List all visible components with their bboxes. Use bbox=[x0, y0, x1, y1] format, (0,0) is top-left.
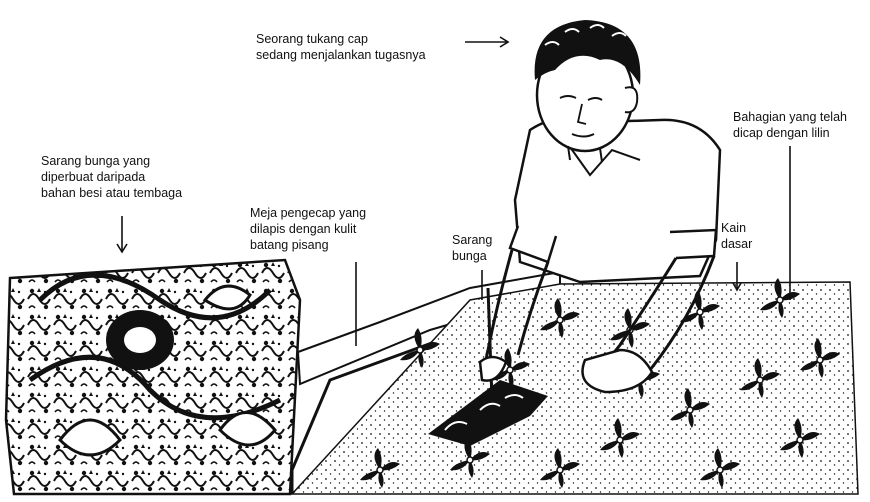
label-base-cloth-line-1: Kain bbox=[721, 220, 752, 236]
label-stamp-tool-line-1: Sarang bbox=[452, 232, 492, 248]
label-base-cloth: Kain dasar bbox=[721, 220, 752, 252]
label-craftsman-line-1: Seorang tukang cap bbox=[256, 31, 426, 47]
label-stamping-table-line-2: dilapis dengan kulit bbox=[250, 221, 366, 237]
label-waxed-part: Bahagian yang telah dicap dengan lilin bbox=[733, 109, 847, 141]
label-base-cloth-line-2: dasar bbox=[721, 236, 752, 252]
label-copper-stamp: Sarang bunga yang diperbuat daripada bah… bbox=[41, 153, 182, 201]
label-copper-stamp-line-2: diperbuat daripada bbox=[41, 169, 182, 185]
label-waxed-part-line-2: dicap dengan lilin bbox=[733, 125, 847, 141]
label-craftsman: Seorang tukang cap sedang menjalankan tu… bbox=[256, 31, 426, 63]
label-waxed-part-line-1: Bahagian yang telah bbox=[733, 109, 847, 125]
label-stamping-table-line-3: batang pisang bbox=[250, 237, 366, 253]
label-stamping-table: Meja pengecap yang dilapis dengan kulit … bbox=[250, 205, 366, 253]
label-stamping-table-line-1: Meja pengecap yang bbox=[250, 205, 366, 221]
label-stamp-tool-line-2: bunga bbox=[452, 248, 492, 264]
label-copper-stamp-line-1: Sarang bunga yang bbox=[41, 153, 182, 169]
base-cloth bbox=[292, 278, 858, 494]
label-copper-stamp-line-3: bahan besi atau tembaga bbox=[41, 185, 182, 201]
copper-stamp-block bbox=[6, 260, 300, 494]
label-stamp-tool: Sarang bunga bbox=[452, 232, 492, 264]
label-craftsman-line-2: sedang menjalankan tugasnya bbox=[256, 47, 426, 63]
